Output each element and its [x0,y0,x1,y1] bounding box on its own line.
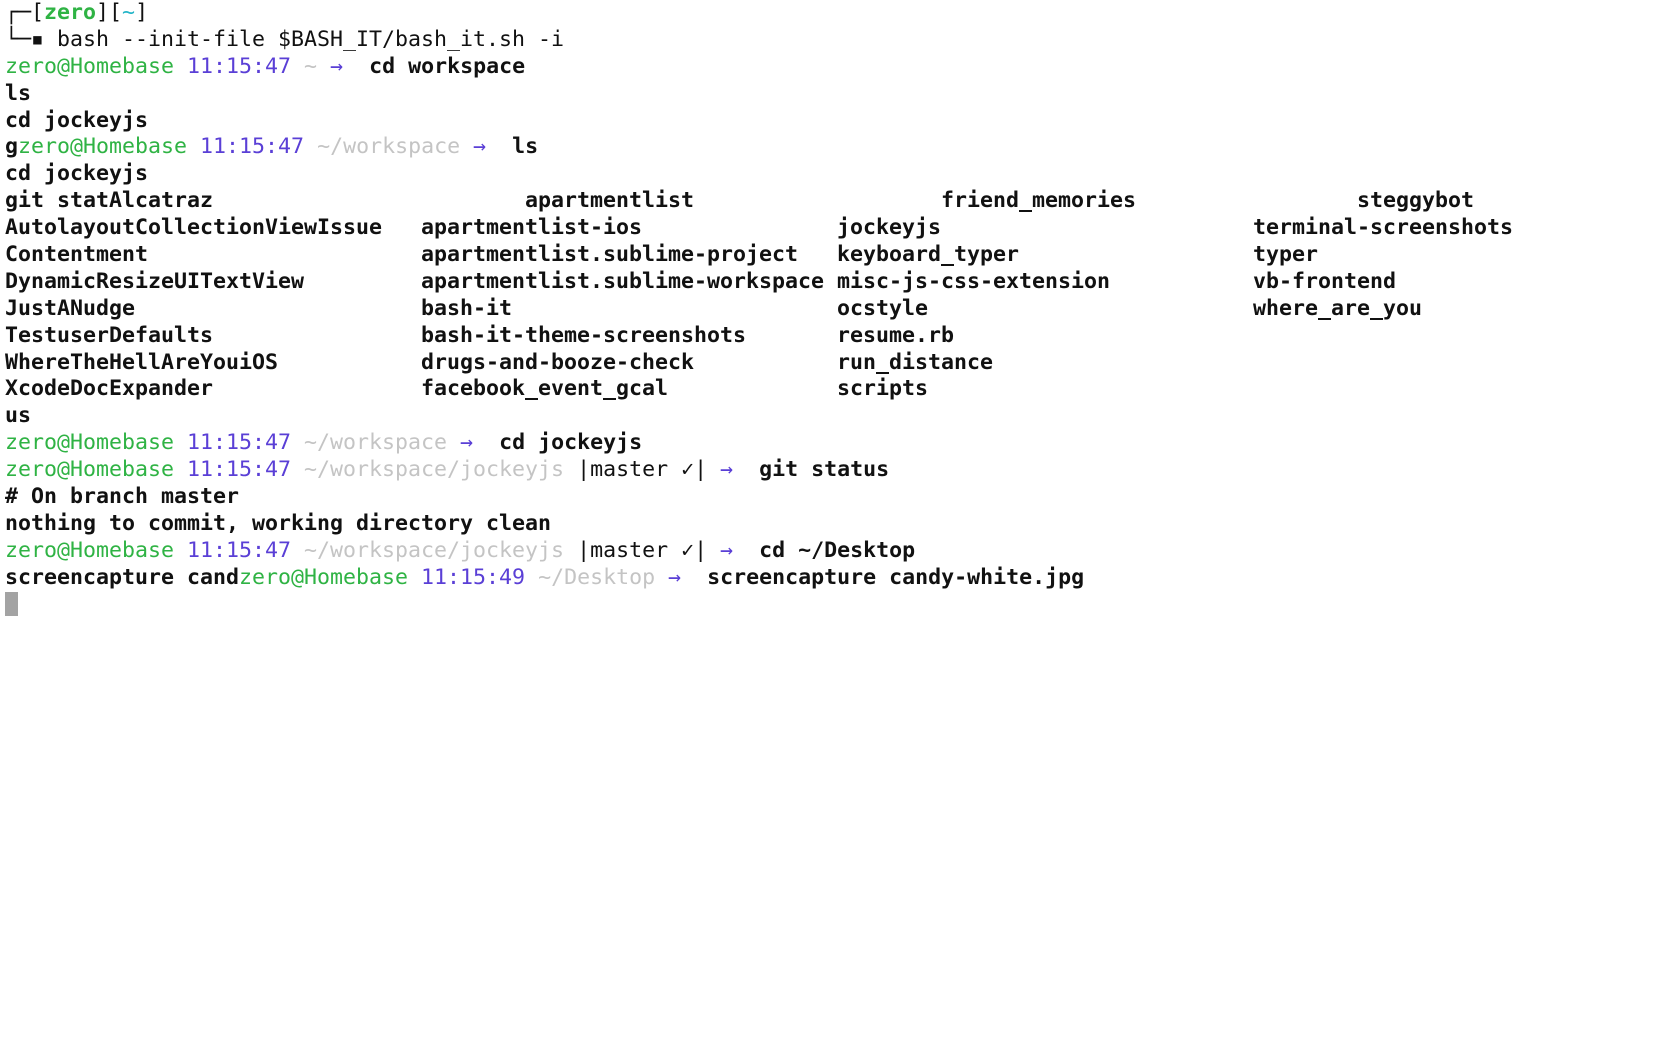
terminal-line: screencapture candzero@Homebase 11:15:49… [5,565,1513,592]
terminal-line: ls [5,81,1513,108]
prompt-user: zero@Homebase [5,457,175,483]
terminal-line: zero@Homebase 11:15:47 ~/workspace/jocke… [5,538,1513,565]
terminal-line: JustANudge bash-it ocstyle where_are_you [5,296,1513,323]
command-text: cd ~/Desktop [746,537,916,563]
terminal-line: git statAlcatraz apartmentlist friend_me… [5,188,1513,215]
cursor [5,591,18,616]
prompt-time: 11:15:47 [187,430,292,456]
command-text: screencapture candy-white.jpg [694,564,1085,590]
terminal-line: Contentment apartmentlist.sublime-projec… [5,242,1513,269]
text: ] [135,0,149,25]
text [174,457,187,482]
prompt-arrow: → [317,53,357,79]
prompt-path: ~ [291,53,318,79]
prompt-user: zero@Homebase [5,537,175,563]
command-text: cd jockeyjs [5,161,149,187]
prompt-user: zero@Homebase [5,53,175,79]
prompt-path: ~/workspace [291,430,448,456]
terminal-line: zero@Homebase 11:15:47 ~/workspace → cd … [5,430,1513,457]
prompt-user: zero@Homebase [239,564,409,590]
terminal-line: WhereTheHellAreYouiOS drugs-and-booze-ch… [5,350,1513,377]
prompt-path: ~/workspace [304,134,461,160]
command-text: cd jockeyjs [486,430,643,456]
terminal-line: DynamicResizeUITextView apartmentlist.su… [5,269,1513,296]
prompt-path: ~/workspace/jockeyjs [291,457,565,483]
command-text: ls [5,80,32,106]
prompt-time: 11:15:47 [187,53,292,79]
prompt-user: zero@Homebase [5,430,175,456]
command-text: screencapture cand [5,564,240,590]
command-text: ls [499,134,539,160]
command-text: git statAlcatraz apartmentlist friend_me… [5,188,1475,214]
command-text: JustANudge bash-it ocstyle where_are_you [5,295,1423,321]
command-text: WhereTheHellAreYouiOS drugs-and-booze-ch… [5,349,994,375]
terminal-line: nothing to commit, working directory cle… [5,511,1513,538]
command-text: TestuserDefaults bash-it-theme-screensho… [5,322,955,348]
terminal-line: zero@Homebase 11:15:47 ~ → cd workspace [5,54,1513,81]
prompt-arrow: → [707,537,747,563]
terminal-line: cd jockeyjs [5,108,1513,135]
prompt-user: zero@Homebase [18,134,188,160]
command-text: XcodeDocExpander facebook_event_gcal scr… [5,376,929,402]
prompt-time: 11:15:47 [187,457,292,483]
prompt-arrow: → [460,134,500,160]
terminal-line: # On branch master [5,484,1513,511]
prompt-arrow: → [707,457,747,483]
text [408,565,421,590]
command-text: g [5,134,19,160]
text [174,538,187,563]
prompt-time: 11:15:47 [187,537,292,563]
prompt-user: zero [44,0,97,25]
text: ][ [96,0,123,25]
terminal-input-line[interactable] [5,591,1513,619]
command-text: AutolayoutCollectionViewIssue apartmentl… [5,215,1514,241]
text [174,54,187,79]
command-text: us [5,403,32,429]
terminal-line: zero@Homebase 11:15:47 ~/workspace/jocke… [5,457,1513,484]
command-text: DynamicResizeUITextView apartmentlist.su… [5,268,1397,294]
text: └─▪ bash --init-file $BASH_IT/bash_it.sh… [5,26,565,52]
prompt-arrow: → [655,564,695,590]
terminal-line: └─▪ bash --init-file $BASH_IT/bash_it.sh… [5,27,1513,54]
prompt-dir: ~ [122,0,136,25]
text [174,430,187,455]
terminal-line: ┌─[zero][~] [5,0,1513,27]
terminal-line: XcodeDocExpander facebook_event_gcal scr… [5,376,1513,403]
command-text: # On branch master [5,484,240,510]
command-text: git status [746,457,890,483]
terminal-line: cd jockeyjs [5,161,1513,188]
command-text: nothing to commit, working directory cle… [5,510,552,536]
terminal-line: gzero@Homebase 11:15:47 ~/workspace → ls [5,134,1513,161]
command-text: Contentment apartmentlist.sublime-projec… [5,242,1319,268]
terminal-line: AutolayoutCollectionViewIssue apartmentl… [5,215,1513,242]
terminal-line: us [5,403,1513,430]
text: ┌─[ [5,0,45,25]
command-text: cd jockeyjs [5,107,149,133]
text [187,134,200,159]
prompt-path: ~/workspace/jockeyjs [291,537,565,563]
git-branch-status: |master ✓| [564,537,708,563]
git-branch-status: |master ✓| [564,457,708,483]
terminal-output[interactable]: ┌─[zero][~]└─▪ bash --init-file $BASH_IT… [5,0,1513,618]
prompt-path: ~/Desktop [525,564,656,590]
prompt-time: 11:15:47 [200,134,305,160]
terminal-line: TestuserDefaults bash-it-theme-screensho… [5,323,1513,350]
prompt-arrow: → [447,430,487,456]
command-text: cd workspace [356,53,526,79]
prompt-time: 11:15:49 [421,564,526,590]
